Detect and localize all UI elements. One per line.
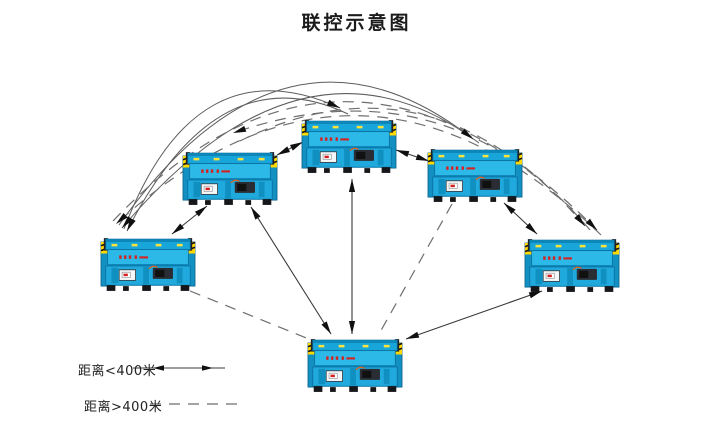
edge-A-E-arrow [585, 218, 597, 230]
edge-A-B-arrow [172, 223, 185, 234]
diagram-title: 联控示意图 [301, 12, 412, 34]
edge-D-A-arrow [122, 216, 133, 228]
edge-B-F-arrow [321, 321, 331, 334]
edge-E-F-arrow [406, 331, 420, 339]
legend-arrow-right [202, 365, 213, 371]
machine-top-center [301, 119, 397, 174]
edge-D-E-arrow [525, 222, 537, 234]
edge-A-B-arrow [194, 206, 207, 217]
machine-upper-left [182, 151, 278, 206]
edge-C-A [126, 97, 349, 232]
machine-far-left [100, 237, 196, 292]
edge-E-F-arrow [528, 291, 542, 299]
edge-B-C-arrow [277, 146, 291, 155]
edge-B-C-arrow [289, 142, 303, 151]
edge-A-D-arrow [460, 128, 473, 139]
edge-A-F [189, 290, 310, 340]
machine-far-right [524, 238, 620, 293]
legend-label-near: 距离<400米 [78, 364, 157, 379]
edge-D-F [378, 203, 453, 335]
edge-C-D-arrow [396, 150, 410, 158]
edge-C-A-arrow [127, 218, 136, 231]
legend-marks-layer [133, 365, 243, 405]
edge-A-C [123, 90, 341, 230]
arrowheads-layer [116, 99, 597, 339]
edge-B-E-arrow [574, 214, 585, 226]
edge-B-F [250, 206, 332, 335]
legend-arrow-left [153, 365, 164, 371]
edge-D-A [121, 93, 480, 229]
edge-C-D-arrow [415, 153, 429, 161]
edges-layer [112, 81, 602, 340]
edge-B-F-arrow [251, 207, 261, 220]
edge-E-F [405, 290, 543, 340]
edge-E-A-arrow [116, 212, 128, 224]
edge-D-E-arrow [504, 203, 516, 215]
legend-label-far: 距离>400米 [84, 400, 163, 415]
edge-C-F-arrow [348, 321, 356, 334]
edge-B-E [239, 107, 586, 227]
machine-upper-right [427, 148, 523, 203]
edge-E-B [232, 110, 591, 231]
machine-bottom-center [307, 338, 403, 393]
edge-A-D [118, 81, 474, 226]
edge-E-B-arrow [233, 125, 247, 133]
edge-A-C-arrow [326, 99, 340, 108]
edge-C-F-arrow [348, 179, 356, 192]
nodes-layer [100, 119, 620, 393]
